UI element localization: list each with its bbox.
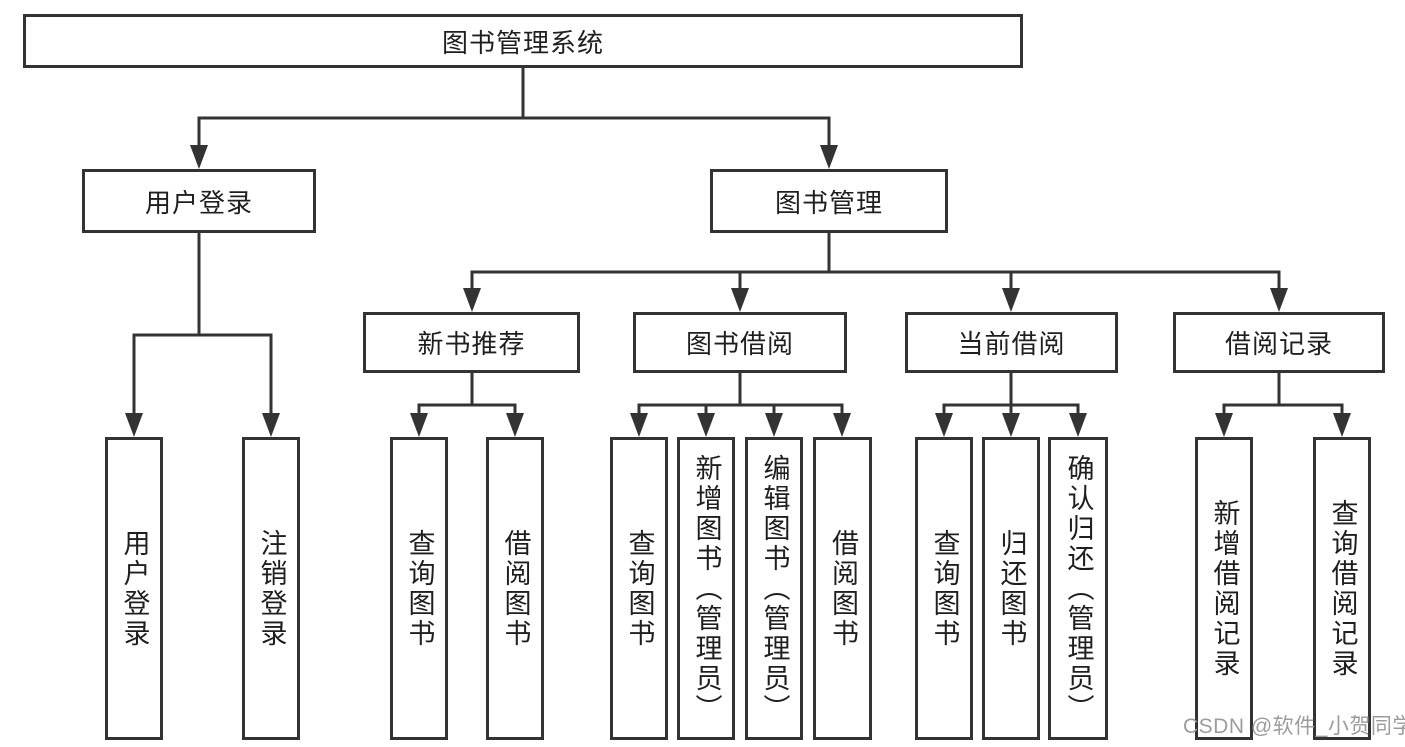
leaf-current-return: 归还图书 xyxy=(982,437,1040,740)
leaf-record-add: 新增借阅记录 xyxy=(1195,437,1253,740)
leaf-record-query: 查询借阅记录 xyxy=(1313,437,1371,740)
node-book-borrowing: 图书借阅 xyxy=(633,312,847,373)
arrowheads xyxy=(125,145,1351,437)
leaf-borrow-add-admin: 新增图书（管理员） xyxy=(677,437,735,740)
connector-root-to-level2 xyxy=(197,66,831,147)
node-user-login: 用户登录 xyxy=(82,169,316,233)
leaf-user-login-label: 用户登录 xyxy=(119,528,150,649)
leaf-current-confirm-admin-label: 确认归还（管理员） xyxy=(1063,453,1094,724)
leaf-newbook-query: 查询图书 xyxy=(390,437,448,740)
node-root-label: 图书管理系统 xyxy=(441,27,604,58)
leaf-logout-label: 注销登录 xyxy=(256,528,287,649)
connector-book-mgmt-to-level3 xyxy=(470,231,1281,290)
leaf-borrow-book-label: 借阅图书 xyxy=(828,528,858,649)
leaf-borrow-query-label: 查询图书 xyxy=(624,528,655,649)
leaf-logout: 注销登录 xyxy=(242,437,300,740)
leaf-current-confirm-admin: 确认归还（管理员） xyxy=(1048,437,1108,740)
connector-user-login-to-leaves xyxy=(132,231,273,415)
node-borrowing-records: 借阅记录 xyxy=(1173,312,1385,373)
node-book-borrowing-label: 图书借阅 xyxy=(685,329,794,359)
node-new-book-recommend: 新书推荐 xyxy=(363,312,580,373)
leaf-current-return-label: 归还图书 xyxy=(996,528,1027,649)
leaf-current-query: 查询图书 xyxy=(915,437,973,740)
leaf-current-query-label: 查询图书 xyxy=(929,528,960,649)
leaf-newbook-borrow-label: 借阅图书 xyxy=(500,528,531,649)
leaf-record-query-label: 查询借阅记录 xyxy=(1327,498,1358,679)
node-book-management: 图书管理 xyxy=(710,169,948,233)
leaf-borrow-edit-admin: 编辑图书（管理员） xyxy=(745,437,803,740)
watermark: CSDN @软件_小贺同学 xyxy=(1183,715,1405,738)
leaf-borrow-query: 查询图书 xyxy=(610,437,668,740)
leaf-record-add-label: 新增借阅记录 xyxy=(1209,498,1240,679)
node-book-management-label: 图书管理 xyxy=(774,187,883,218)
node-root: 图书管理系统 xyxy=(23,14,1023,68)
node-borrowing-records-label: 借阅记录 xyxy=(1224,329,1333,359)
leaf-borrow-add-admin-label: 新增图书（管理员） xyxy=(691,453,722,724)
leaf-borrow-book: 借阅图书 xyxy=(813,437,872,740)
leaf-newbook-borrow: 借阅图书 xyxy=(486,437,544,740)
connector-current-borrow-to-leaves xyxy=(942,371,1080,415)
connector-new-book-to-leaves xyxy=(417,371,517,415)
node-current-borrowing-label: 当前借阅 xyxy=(957,329,1066,359)
node-user-login-label: 用户登录 xyxy=(144,187,253,218)
leaf-borrow-edit-admin-label: 编辑图书（管理员） xyxy=(759,453,790,724)
node-new-book-recommend-label: 新书推荐 xyxy=(417,329,526,359)
leaf-newbook-query-label: 查询图书 xyxy=(404,528,435,649)
leaf-user-login: 用户登录 xyxy=(105,437,163,740)
connector-book-borrow-to-leaves xyxy=(637,371,844,415)
connector-borrow-record-to-leaves xyxy=(1222,371,1344,415)
node-current-borrowing: 当前借阅 xyxy=(905,312,1118,373)
